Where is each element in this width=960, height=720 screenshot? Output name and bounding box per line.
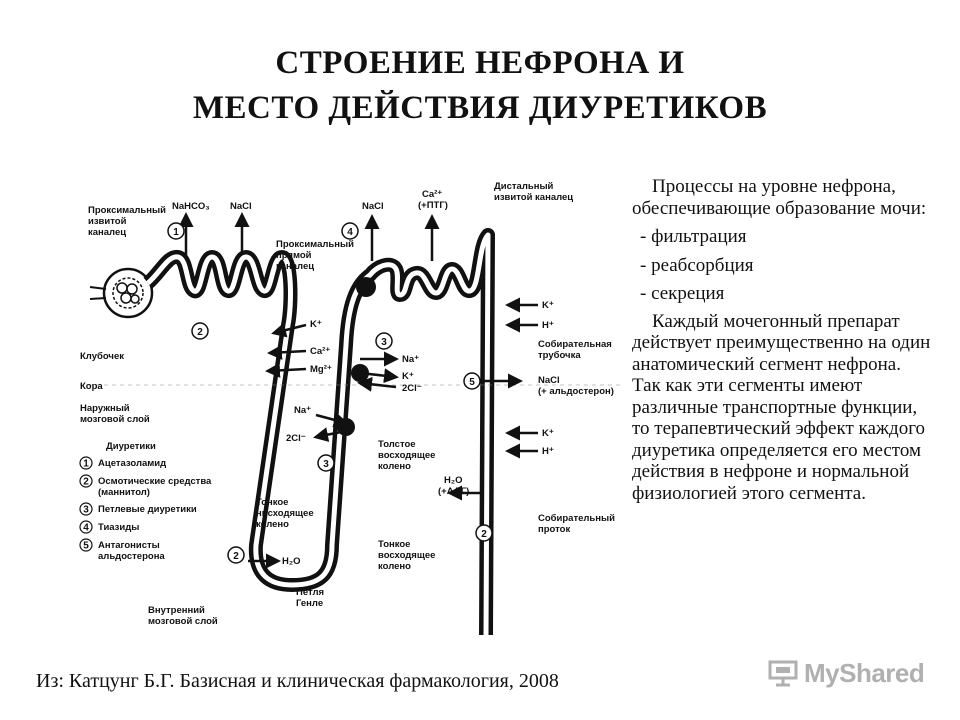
label-outer-medulla-1: Наружный: [80, 403, 130, 414]
site-markers: 1 2 4 3 3 5 2 2: [167, 222, 493, 564]
label-thin-desc-1: Тонкое: [256, 497, 288, 508]
legend-num-2: 2: [83, 477, 89, 488]
ion-labels: NaHCO₃ NaCl NaCl Ca²⁺ (+ПТГ) K⁺ H⁺ NaCl …: [172, 189, 614, 567]
process-item-secretion: - секреция: [640, 283, 725, 304]
structure-labels: Проксимальный извитой каналец Клубочек К…: [80, 181, 615, 627]
label-prox-tubule-1: Проксимальный: [88, 205, 166, 216]
legend-item-4: Тиазиды: [98, 522, 139, 533]
site-2: 2: [197, 327, 203, 338]
explanation-paragraph: Каждый мочегонный препарат действует пре…: [632, 310, 931, 504]
label-thin-asc-1: Тонкое: [378, 539, 410, 550]
reabsorption-arrows: [178, 212, 440, 261]
label-thick-asc-1: Толстое: [378, 439, 416, 450]
ion-h2o-adh-2: (+АДГ): [438, 486, 469, 497]
label-inner-medulla-2: мозговой слой: [148, 616, 218, 627]
legend-num-1: 1: [83, 459, 89, 470]
label-thick-asc-2: восходящее: [378, 450, 435, 461]
label-collecting-duct-1: Собирательный: [538, 513, 615, 524]
legend-item-3: Петлевые диуретики: [98, 504, 197, 515]
label-collecting-duct-2: проток: [538, 524, 570, 535]
slide-title-line2: МЕСТО ДЕЙСТВИЯ ДИУРЕТИКОВ: [192, 90, 768, 126]
glomerulus: [89, 267, 154, 319]
legend-item-2b: (маннитол): [98, 487, 150, 498]
ion-na-loop: Na⁺: [402, 354, 419, 365]
legend-num-4: 4: [83, 523, 89, 534]
label-prox-straight-1: Проксимальный: [276, 239, 354, 250]
label-collecting-tubule-1: Собирательная: [538, 339, 612, 350]
label-thin-desc-3: колено: [256, 519, 289, 530]
ion-cl-loop: 2Cl⁻: [402, 383, 422, 394]
ion-k-loop2: K⁺: [402, 371, 414, 382]
label-prox-straight-3: каналец: [276, 261, 314, 272]
ion-nacl: NaCl: [230, 201, 252, 212]
ion-h2: H⁺: [542, 446, 554, 457]
label-prox-straight-2: прямой: [276, 250, 312, 261]
label-outer-medulla-2: мозговой слой: [80, 414, 150, 425]
label-cortex: Кора: [80, 381, 103, 392]
site-4: 4: [347, 227, 353, 238]
label-thin-desc-2: нисходящее: [256, 508, 314, 519]
source-citation: Из: Катцунг Б.Г. Базисная и клиническая …: [36, 670, 559, 692]
ion-k: K⁺: [542, 300, 554, 311]
watermark-text: MyShared: [804, 657, 925, 688]
legend-item-5b: альдостерона: [98, 551, 165, 562]
label-prox-tubule-3: каналец: [88, 227, 126, 238]
site-1: 1: [173, 227, 179, 238]
site-5: 5: [469, 377, 475, 388]
slide-title-line1: СТРОЕНИЕ НЕФРОНА И: [275, 45, 685, 81]
ion-ca-1: Ca²⁺: [422, 189, 442, 200]
ion-mg-loop: Mg²⁺: [310, 364, 332, 375]
ion-nacl-distal: NaCl: [362, 201, 384, 212]
ion-nahco3: NaHCO₃: [172, 201, 210, 212]
site-3b: 3: [323, 459, 329, 470]
explanation-text: Процессы на уровне нефрона, обеспечивающ…: [632, 176, 932, 504]
label-collecting-tubule-2: трубочка: [538, 350, 581, 361]
label-distal-1: Дистальный: [494, 181, 554, 192]
nephron-tubule: [143, 228, 495, 636]
legend-item-2a: Осмотические средства: [98, 476, 212, 487]
intro-text: Процессы на уровне нефрона, обеспечивающ…: [632, 176, 927, 219]
ion-ca-loop: Ca²⁺: [310, 346, 330, 357]
label-thin-asc-3: колено: [378, 561, 411, 572]
site-2b: 2: [233, 551, 239, 562]
legend-num-3: 3: [83, 505, 89, 516]
ion-k2: K⁺: [542, 428, 554, 439]
label-prox-tubule-2: извитой: [88, 216, 127, 227]
site-2c: 2: [481, 529, 487, 540]
label-glomerulus: Клубочек: [80, 351, 124, 362]
label-loop-1: Петля: [296, 587, 324, 598]
transport-arrows: [248, 297, 538, 569]
legend-title: Диуретики: [106, 441, 156, 452]
ion-k-loop: K⁺: [310, 319, 322, 330]
legend-item-5a: Антагонисты: [98, 540, 160, 551]
nephron-diagram: 1 2 4 3 3 5 2 2 Проксимальный извитой ка…: [79, 181, 620, 636]
legend-item-1: Ацетазоламид: [98, 458, 166, 469]
watermark: MyShared: [768, 656, 925, 690]
ion-ca-2: (+ПТГ): [418, 200, 448, 211]
ion-h: H⁺: [542, 320, 554, 331]
legend-num-5: 5: [83, 541, 89, 552]
label-thick-asc-3: колено: [378, 461, 411, 472]
ion-h2o-adh-1: H₂O: [444, 475, 462, 486]
label-loop-2: Генле: [296, 598, 323, 609]
process-item-reabsorption: - реабсорбция: [640, 254, 754, 276]
presentation-icon: [768, 660, 798, 687]
site-3: 3: [381, 337, 387, 348]
ion-h2o: H₂O: [282, 556, 300, 567]
ion-na-loop2: Na⁺: [294, 405, 311, 416]
process-item-filtration: - фильтрация: [640, 226, 747, 247]
diuretics-legend: Диуретики 1 Ацетазоламид 2 Осмотические …: [79, 441, 212, 562]
label-thin-asc-2: восходящее: [378, 550, 435, 561]
ion-nacl-aldo-1: NaCl: [538, 375, 560, 386]
label-distal-2: извитой каналец: [494, 192, 573, 203]
label-inner-medulla-1: Внутренний: [148, 605, 205, 616]
ion-cl-loop2: 2Cl⁻: [286, 433, 306, 444]
ion-nacl-aldo-2: (+ альдостерон): [538, 386, 614, 397]
